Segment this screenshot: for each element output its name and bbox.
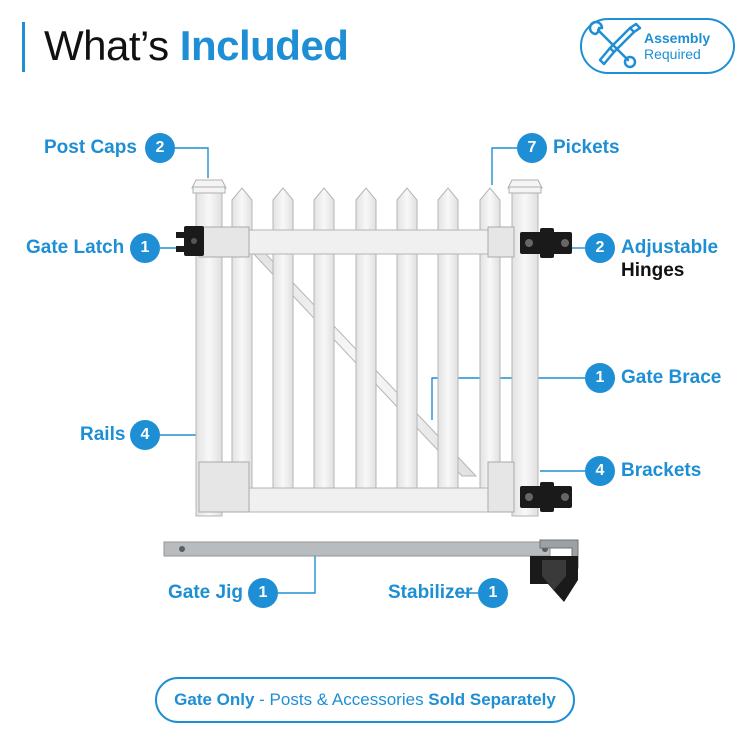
brackets [198, 226, 515, 513]
qty-gate-jig: 1 [248, 578, 278, 608]
label-gate-jig: Gate Jig [168, 582, 243, 603]
qty-post-caps: 2 [145, 133, 175, 163]
wrench-screwdriver-icon [588, 20, 642, 69]
label-stabilizer: Stabilizer [388, 582, 473, 603]
post-caps [191, 179, 543, 194]
label-brackets: Brackets [621, 460, 702, 481]
pickets [231, 187, 501, 491]
qty-gate-brace: 1 [585, 363, 615, 393]
label-adjustable: Adjustable [621, 237, 719, 258]
leader-lines [160, 147, 585, 594]
label-gate-brace: Gate Brace [621, 367, 722, 388]
stabilizer [530, 539, 579, 602]
footer-gate-only: Gate Only [174, 690, 255, 709]
qty-gate-latch: 1 [130, 233, 160, 263]
gate-jig [163, 541, 551, 557]
rails [219, 229, 517, 513]
label-rails: Rails [80, 424, 126, 445]
label-post-caps: Post Caps [44, 137, 137, 158]
assembly-line2: Required [644, 46, 701, 62]
footer-note: Gate Only - Posts & Accessories Sold Sep… [155, 677, 575, 723]
qty-pickets: 7 [517, 133, 547, 163]
qty-stabilizer: 1 [478, 578, 508, 608]
qty-rails: 4 [130, 420, 160, 450]
footer-middle: - Posts & Accessories [254, 690, 429, 709]
footer-sold-separately: Sold Separately [428, 690, 556, 709]
title-plain: What’s [44, 22, 169, 69]
page-title: What’s Included [44, 18, 349, 74]
assembly-required-badge: Assembly Required [580, 18, 735, 74]
qty-adjustable-hinges: 2 [585, 233, 615, 263]
label-hinges: Hinges [621, 260, 685, 281]
assembly-line1: Assembly [644, 30, 711, 46]
gate-latch [176, 226, 204, 256]
label-pickets: Pickets [553, 137, 620, 158]
adjustable-hinges [520, 228, 572, 512]
title-accent: Included [179, 22, 349, 69]
title-accent-bar [22, 22, 25, 72]
assembly-text: Assembly Required [644, 30, 710, 62]
label-gate-latch: Gate Latch [26, 237, 125, 258]
qty-brackets: 4 [585, 456, 615, 486]
